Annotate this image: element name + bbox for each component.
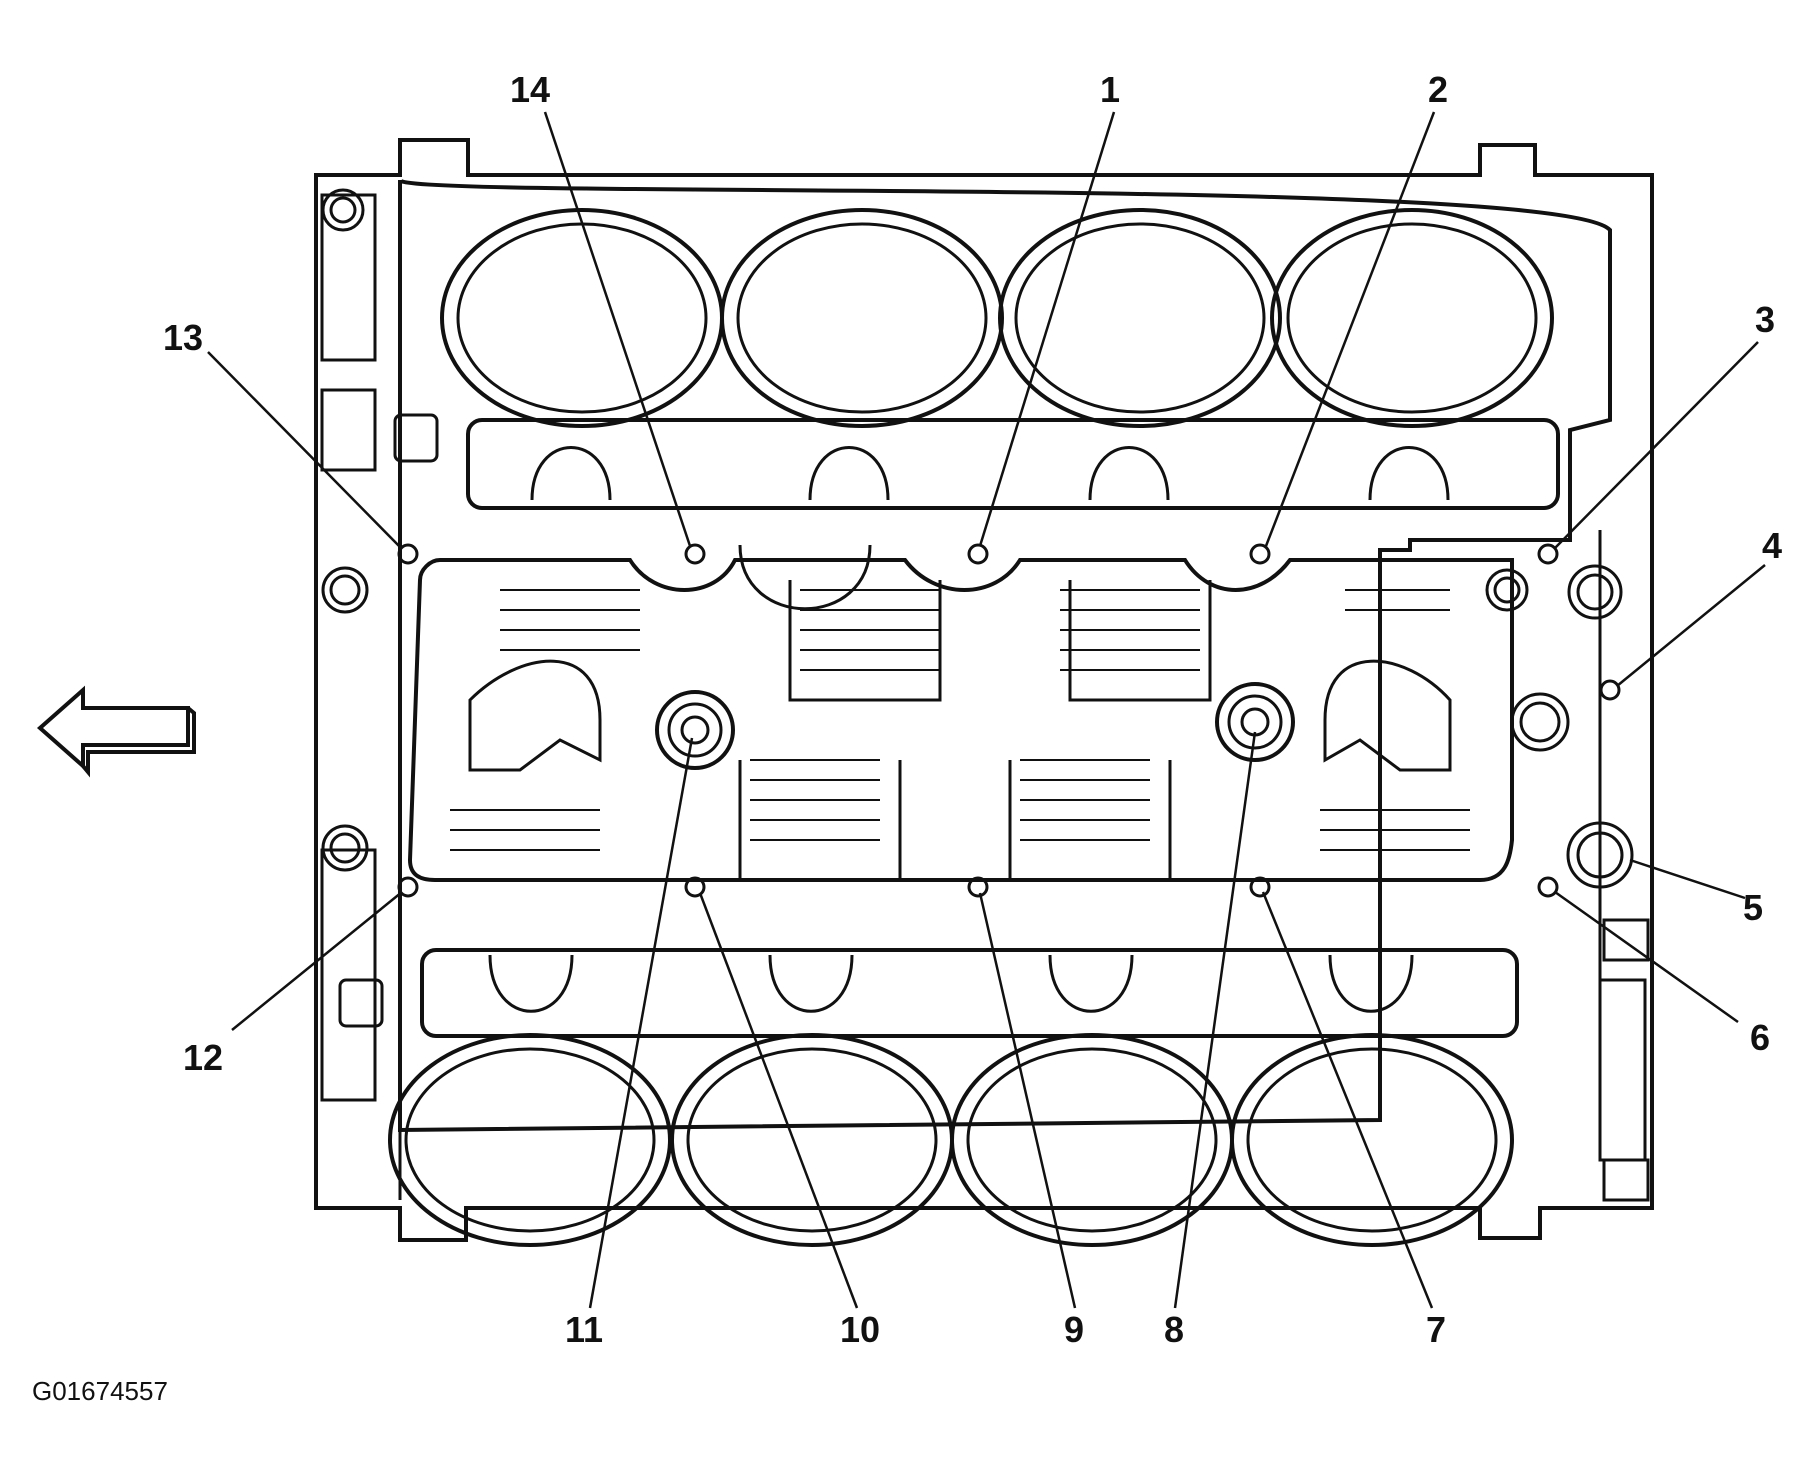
crankcase-valley: [407, 544, 1514, 882]
callout-labels: 1 2 3 4 5 6 7 8 9 10 11 12 13 14: [163, 69, 1782, 1350]
head-bolt-holes: [397, 543, 1621, 898]
upper-cylinder-bores: [440, 208, 1554, 428]
callout-5: 5: [1743, 887, 1763, 928]
left-arrow-icon: [36, 685, 196, 778]
figure-id: G01674557: [32, 1376, 168, 1406]
callout-6: 6: [1750, 1017, 1770, 1058]
callout-7: 7: [1426, 1309, 1446, 1350]
callout-1: 1: [1100, 69, 1120, 110]
callout-13: 13: [163, 317, 203, 358]
callout-8: 8: [1164, 1309, 1184, 1350]
callout-2: 2: [1428, 69, 1448, 110]
bolt-boss-8: [1215, 682, 1295, 762]
callout-12: 12: [183, 1037, 223, 1078]
callout-11: 11: [565, 1309, 603, 1350]
lower-deck-strip: [420, 948, 1519, 1038]
callout-3: 3: [1755, 299, 1775, 340]
bolt-boss-11: [655, 690, 735, 770]
block-side-bosses: [321, 188, 1634, 1028]
callout-14: 14: [510, 69, 550, 110]
lower-cylinder-bores: [388, 1033, 1514, 1247]
callout-10: 10: [840, 1309, 880, 1350]
leader-lines: [207, 111, 1766, 1309]
head-gasket-outline: [398, 178, 1612, 1133]
callout-4: 4: [1762, 525, 1782, 566]
callout-9: 9: [1064, 1309, 1084, 1350]
upper-deck-strip: [466, 418, 1560, 510]
